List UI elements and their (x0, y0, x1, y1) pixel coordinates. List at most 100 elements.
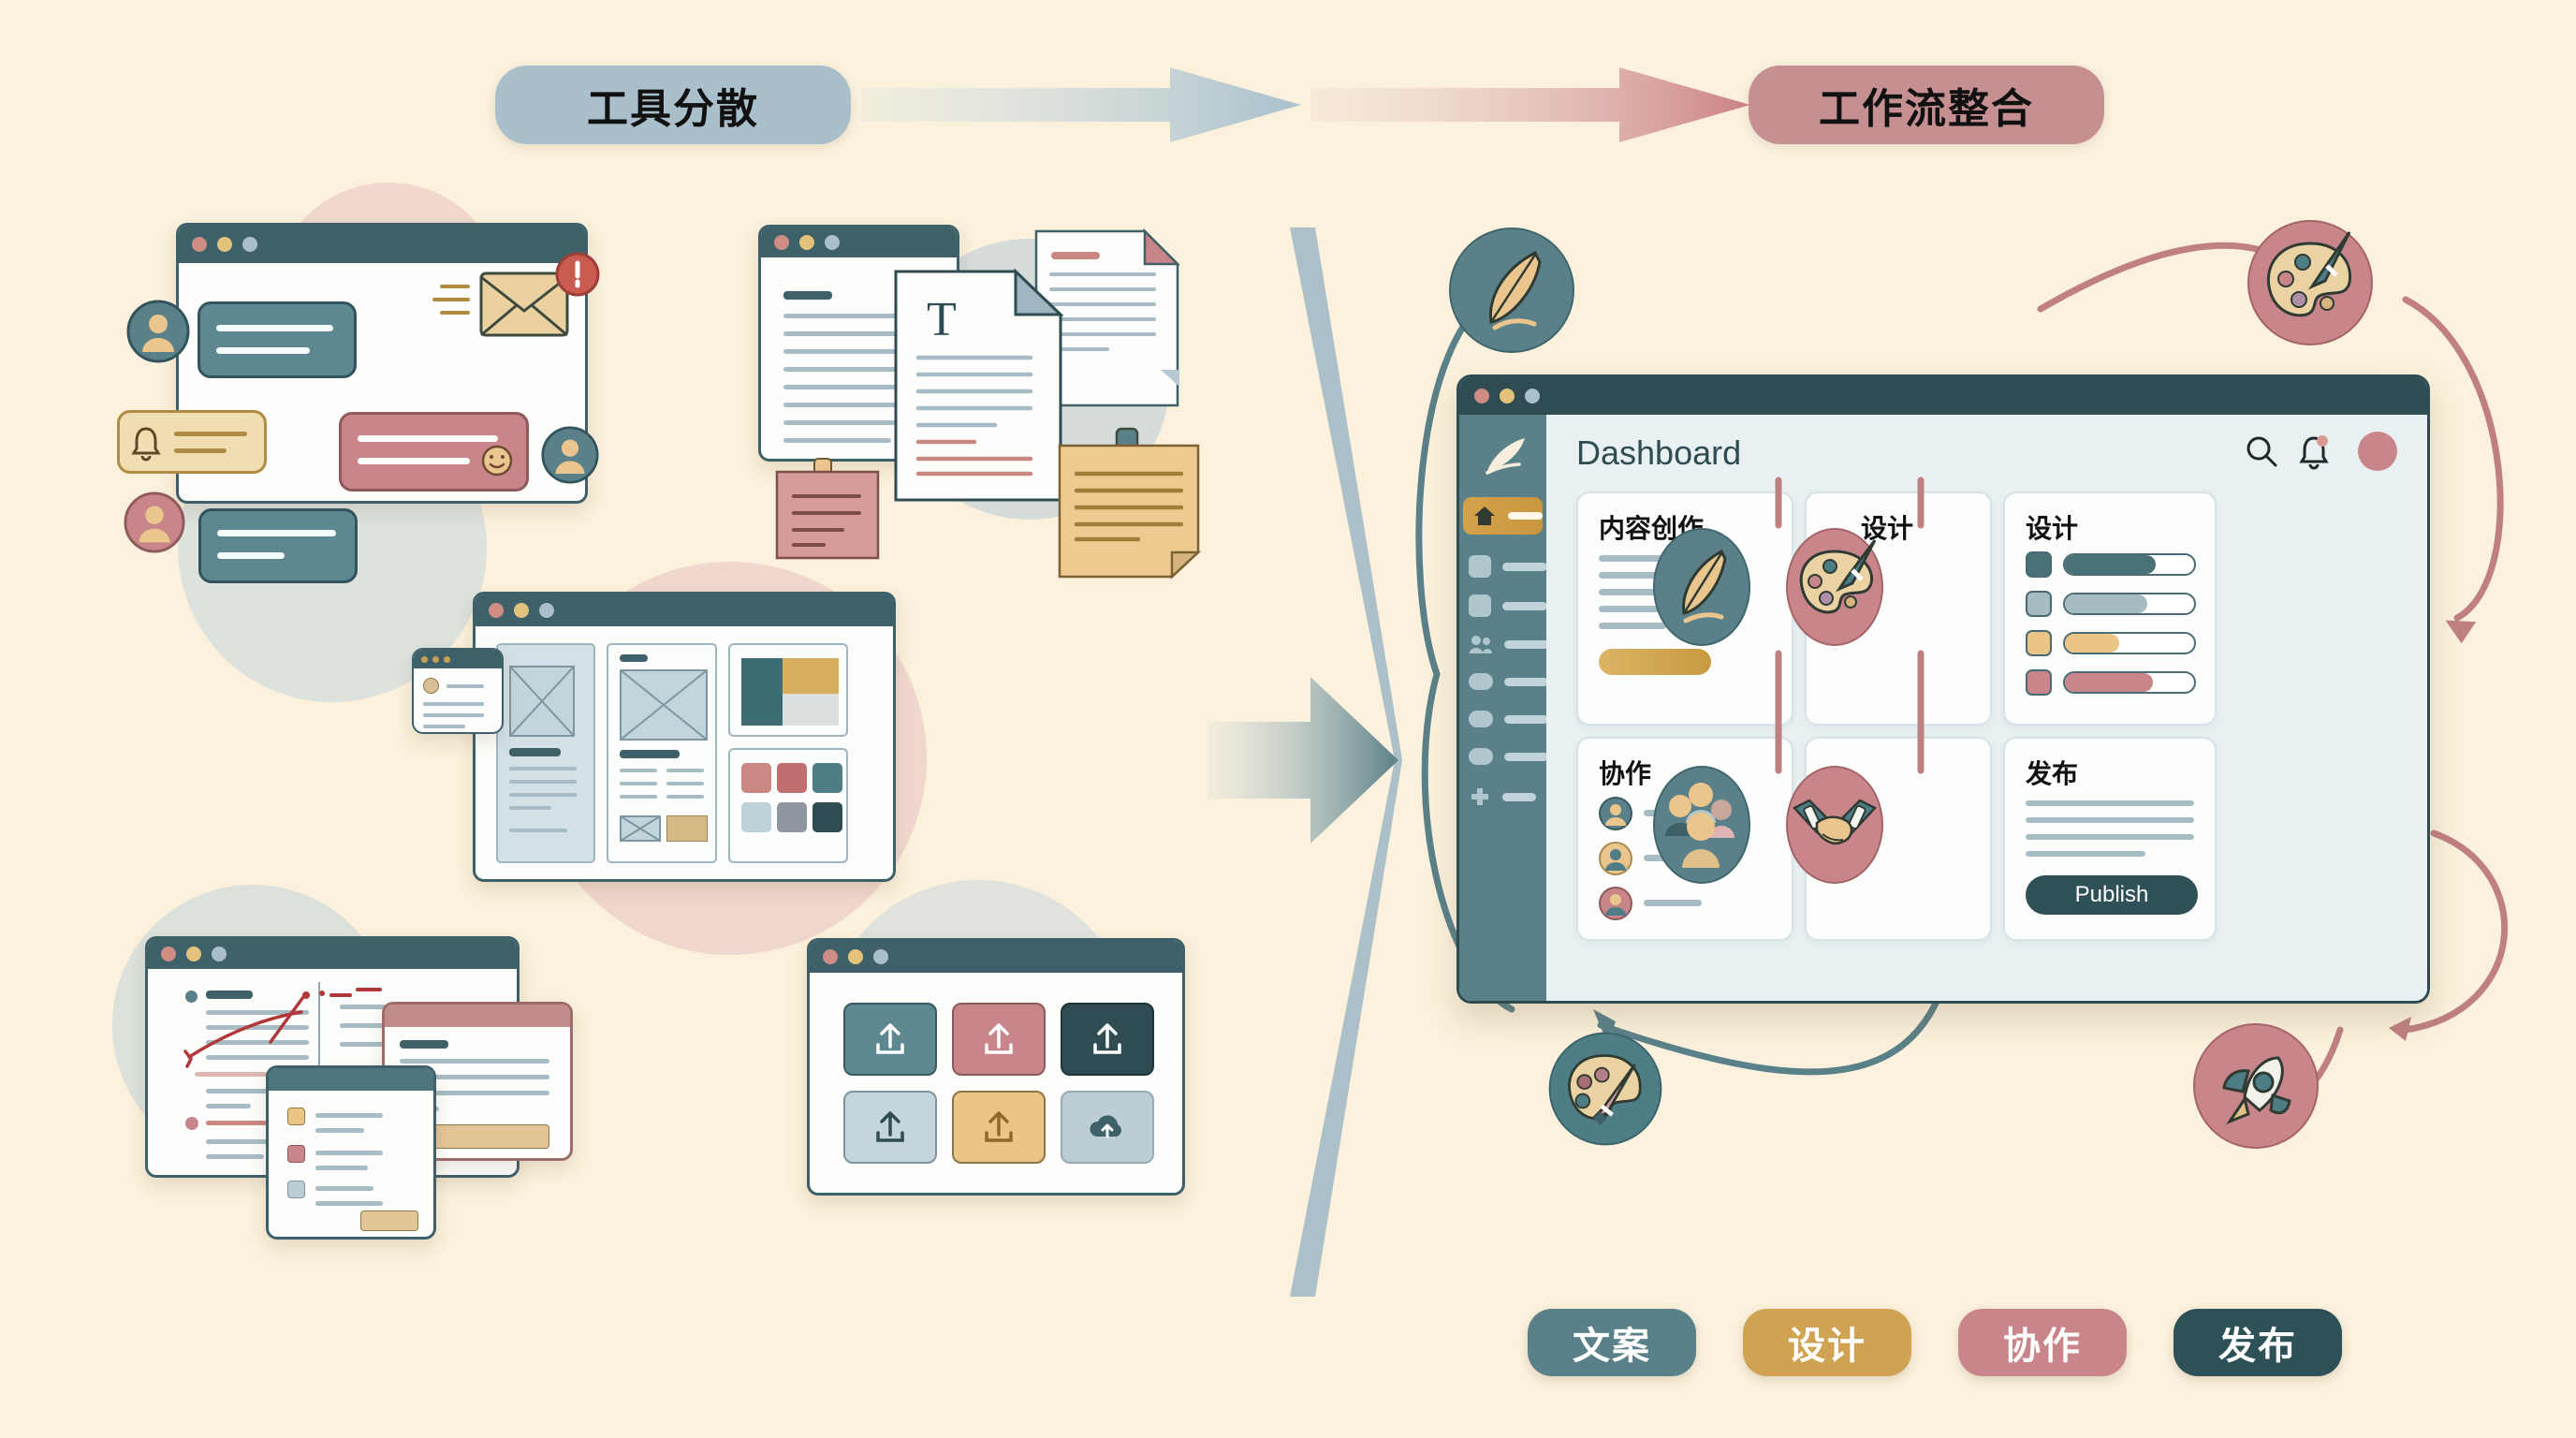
upload-button-rose[interactable] (952, 1003, 1046, 1076)
sidebar-item-2[interactable] (1469, 555, 1547, 578)
bell-icon (131, 427, 161, 462)
annotation-markup-icon (183, 988, 382, 1068)
doc-page-red-heading[interactable] (1034, 227, 1181, 407)
sidebar-item-team[interactable] (1469, 634, 1549, 654)
chat-bubble-teal-1[interactable] (198, 301, 357, 378)
doc-page-typography[interactable]: T (894, 268, 1064, 502)
orbit-badge-rocket[interactable] (2190, 1020, 2321, 1152)
node-handshake[interactable] (1785, 765, 1884, 885)
upload-button-cloud[interactable] (1061, 1091, 1154, 1164)
window-close-dot[interactable] (489, 603, 504, 618)
card-title: 设计 (2026, 514, 2079, 543)
legend: 文案 设计 协作 发布 (1528, 1309, 2342, 1376)
sidebar-item-6[interactable] (1469, 711, 1548, 727)
avatar[interactable] (2358, 432, 2397, 471)
chat-bubble-notification[interactable] (117, 410, 267, 474)
notification-badge (2317, 435, 2328, 447)
ellipse-icon (1469, 748, 1493, 765)
legend-copy[interactable]: 文案 (1528, 1309, 1696, 1376)
window-close-dot[interactable] (1474, 389, 1489, 404)
window-maximize-dot[interactable] (539, 603, 554, 618)
card-title: 设计 (1861, 514, 1914, 543)
wireframe-image-placeholder (620, 669, 708, 741)
checklist-checkbox[interactable] (287, 1181, 305, 1198)
upload-tools-window[interactable] (807, 938, 1185, 1196)
card-publish[interactable]: 发布 Publish (2003, 737, 2217, 941)
upload-button-dark[interactable] (1061, 1003, 1154, 1076)
publish-button[interactable]: Publish (2026, 875, 2198, 915)
chat-bubble-rose[interactable] (339, 412, 529, 492)
upload-button-teal[interactable] (843, 1003, 937, 1076)
layout-preview[interactable] (728, 643, 848, 737)
design-tool-window[interactable] (473, 592, 896, 882)
avatar (1599, 887, 1632, 920)
chat-bubble-teal-2[interactable] (198, 508, 358, 583)
window-close-dot[interactable] (823, 949, 838, 964)
window-close-dot[interactable] (192, 237, 207, 252)
window-titlebar (414, 650, 502, 668)
upload-button-light[interactable] (843, 1091, 937, 1164)
upload-icon (1093, 1023, 1121, 1054)
people-icon (1470, 636, 1492, 653)
window-maximize-dot[interactable] (873, 949, 888, 964)
orbit-badge-feather[interactable] (1446, 225, 1577, 356)
dashboard-content: Dashboard 内容创作 (1546, 415, 2427, 1001)
sidebar-item-3[interactable] (1469, 594, 1547, 617)
checklist-submit-button[interactable] (360, 1211, 418, 1231)
sticky-note-rose[interactable] (775, 458, 880, 560)
card-cta-button[interactable] (1599, 649, 1711, 675)
window-titlebar (810, 941, 1182, 973)
avatar (541, 426, 599, 484)
design-preview-popup[interactable] (412, 648, 504, 734)
legend-publish[interactable]: 发布 (2174, 1309, 2342, 1376)
node-collaboration[interactable] (1652, 765, 1751, 885)
square-icon (1469, 555, 1491, 578)
ellipse-icon (1469, 673, 1493, 690)
window-maximize-dot[interactable] (242, 237, 257, 252)
window-minimize-dot[interactable] (186, 946, 201, 961)
message-lines-icon (432, 285, 470, 315)
sidebar-item-add[interactable] (1469, 785, 1536, 808)
orbit-badge-palette-bottom[interactable] (1544, 1028, 1666, 1150)
card-title: 发布 (2026, 759, 2079, 788)
home-icon (1474, 506, 1495, 525)
transition-arrow-red (1310, 67, 1750, 142)
window-titlebar (269, 1068, 433, 1091)
dashboard-sidebar (1459, 415, 1549, 1001)
node-copywriting[interactable] (1652, 527, 1751, 647)
sidebar-item-home[interactable] (1463, 497, 1543, 535)
search-icon[interactable] (2246, 435, 2277, 467)
legend-collab[interactable]: 协作 (1958, 1309, 2127, 1376)
window-maximize-dot[interactable] (1525, 389, 1540, 404)
window-minimize-dot[interactable] (799, 235, 814, 250)
bell-icon[interactable] (2298, 433, 2330, 470)
window-minimize-dot[interactable] (1500, 389, 1515, 404)
sticky-note-gold[interactable] (1058, 427, 1202, 580)
dashboard-window[interactable]: Dashboard 内容创作 (1456, 374, 2430, 1004)
window-minimize-dot[interactable] (217, 237, 232, 252)
color-swatch-panel[interactable] (728, 748, 848, 863)
window-close-dot[interactable] (774, 235, 789, 250)
window-maximize-dot[interactable] (825, 235, 840, 250)
window-titlebar (761, 227, 957, 257)
upload-icon (985, 1111, 1013, 1142)
checklist-checkbox[interactable] (287, 1145, 305, 1163)
sidebar-item-7[interactable] (1469, 748, 1548, 765)
progress-2 (2063, 593, 2196, 615)
convergence-funnel (1208, 227, 1402, 1297)
avatar (1599, 797, 1632, 830)
upload-button-gold[interactable] (952, 1091, 1046, 1164)
upload-icon (876, 1023, 904, 1054)
legend-design[interactable]: 设计 (1743, 1309, 1911, 1376)
avatar (126, 300, 190, 363)
window-maximize-dot[interactable] (212, 946, 227, 961)
sidebar-item-5[interactable] (1469, 673, 1548, 690)
window-close-dot[interactable] (161, 946, 176, 961)
node-design[interactable] (1785, 527, 1884, 647)
checklist-popup[interactable] (266, 1065, 436, 1240)
checklist-checkbox[interactable] (287, 1108, 305, 1125)
window-minimize-dot[interactable] (848, 949, 863, 964)
card-design-progress[interactable]: 设计 (2003, 492, 2217, 726)
window-minimize-dot[interactable] (514, 603, 529, 618)
orbit-badge-palette-top[interactable] (2245, 217, 2376, 348)
